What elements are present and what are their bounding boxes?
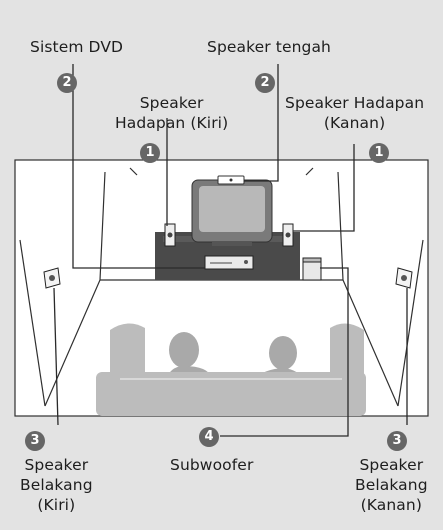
rear-right-badge: 3 (387, 431, 407, 451)
front-left-speaker-icon (165, 224, 175, 246)
center-speaker-badge: 2 (255, 73, 275, 93)
rear-left-speaker-icon (44, 268, 60, 288)
rear-left-badge: 3 (25, 431, 45, 451)
rear-right-label: Speaker Belakang (Kanan) (355, 455, 428, 515)
front-right-label: Speaker Hadapan (Kanan) (285, 93, 424, 133)
subwoofer-icon (303, 258, 321, 280)
dvd-system-label: Sistem DVD (30, 37, 123, 57)
rear-right-speaker-icon (396, 268, 412, 288)
center-speaker-icon (218, 176, 244, 184)
dvd-player-icon (205, 256, 253, 269)
front-right-speaker-icon (283, 224, 293, 246)
front-left-badge: 1 (140, 143, 160, 163)
tv-icon (192, 180, 272, 246)
subwoofer-badge: 4 (199, 427, 219, 447)
front-right-badge: 1 (369, 143, 389, 163)
front-left-label: Speaker Hadapan (Kiri) (115, 93, 228, 133)
dvd-system-badge: 2 (57, 73, 77, 93)
rear-left-label: Speaker Belakang (Kiri) (20, 455, 93, 515)
center-speaker-label: Speaker tengah (207, 37, 331, 57)
subwoofer-label: Subwoofer (170, 455, 253, 475)
